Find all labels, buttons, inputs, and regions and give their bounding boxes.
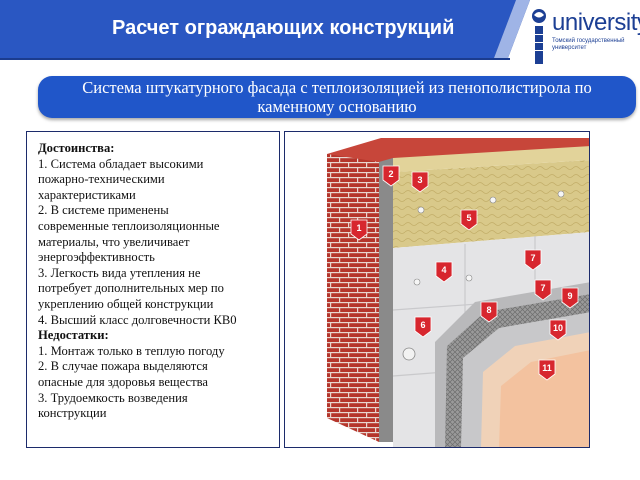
panel-line: характеристиками [38, 187, 136, 202]
layer-marker-label: 3 [417, 175, 422, 185]
brick-wall [327, 154, 379, 442]
university-logo: university Томский государственный униве… [530, 6, 640, 66]
layer-marker-label: 1 [356, 223, 361, 233]
logo-wordmark: university [552, 9, 640, 36]
panel-line: 3. Легкость вида утепления не [38, 265, 201, 280]
header-banner: Расчет ограждающих конструкций [0, 0, 640, 62]
layer-marker: 11 [538, 359, 556, 381]
panel-line: конструкции [38, 406, 107, 421]
layer-marker-label: 7 [540, 283, 545, 293]
layer-marker-label: 10 [553, 323, 563, 333]
system-subtitle: Система штукатурного фасада с теплоизоля… [38, 76, 636, 118]
layer-marker: 1 [350, 219, 368, 241]
logo-subtitle: Томский государственный университет [552, 38, 625, 51]
layer-marker-label: 2 [388, 169, 393, 179]
facade-layers-illustration: 1 2 3 4 5 6 7 7 8 9 10 11 [327, 138, 589, 447]
panel-heading: Достоинства: [38, 141, 115, 155]
pros-cons-panel: Достоинства:1. Система обладает высокими… [26, 131, 280, 448]
layer-marker-label: 7 [530, 253, 535, 263]
panel-line: современные теплоизоляционные [38, 218, 220, 233]
facade-diagram: 1 2 3 4 5 6 7 7 8 9 10 11 [284, 131, 590, 448]
panel-line: 3. Трудоемкость возведения [38, 390, 188, 405]
layer-marker: 7 [524, 249, 542, 271]
panel-line: 2. В случае пожара выделяются [38, 359, 208, 374]
panel-line: опасные для здоровья вещества [38, 374, 208, 389]
panel-line: 4. Высший класс долговечности КВ0 [38, 312, 237, 327]
panel-line: потребует дополнительных мер по [38, 281, 224, 296]
panel-line: энергоэффективность [38, 250, 155, 265]
layer-marker-label: 9 [567, 291, 572, 301]
layer-marker-label: 6 [420, 320, 425, 330]
panel-line: 1. Система обладает высокими [38, 156, 204, 171]
layer-marker-label: 8 [486, 305, 491, 315]
header-background [0, 0, 530, 60]
decorative-plaster [499, 350, 589, 447]
panel-heading: Недостатки: [38, 328, 109, 343]
panel-line: 2. В системе применены [38, 203, 169, 218]
layer-marker: 2 [382, 165, 400, 187]
mineral-wool-layer [393, 160, 589, 248]
layer-marker-label: 4 [441, 265, 446, 275]
layer-marker: 10 [549, 319, 567, 341]
panel-line: пожарно-техническими [38, 172, 165, 187]
layer-marker: 3 [411, 171, 429, 193]
layer-marker: 6 [414, 316, 432, 338]
page-title: Расчет ограждающих конструкций [112, 17, 455, 39]
layer-marker-label: 11 [542, 363, 552, 373]
layer-marker: 8 [480, 301, 498, 323]
university-emblem-icon [532, 9, 546, 64]
panel-line: 1. Монтаж только в теплую погоду [38, 343, 225, 358]
layer-markers: 1 2 3 4 5 6 7 7 8 9 10 11 [350, 165, 579, 381]
panel-line: материалы, что увеличивает [38, 234, 190, 249]
layer-marker: 4 [435, 261, 453, 283]
pros-cons-list: Достоинства:1. Система обладает высокими… [38, 141, 278, 422]
panel-line: укреплению общей конструкции [38, 296, 214, 311]
layer-marker: 9 [561, 287, 579, 309]
layer-marker: 7 [534, 279, 552, 301]
layer-marker: 5 [460, 209, 478, 231]
layer-marker-label: 5 [466, 213, 471, 223]
